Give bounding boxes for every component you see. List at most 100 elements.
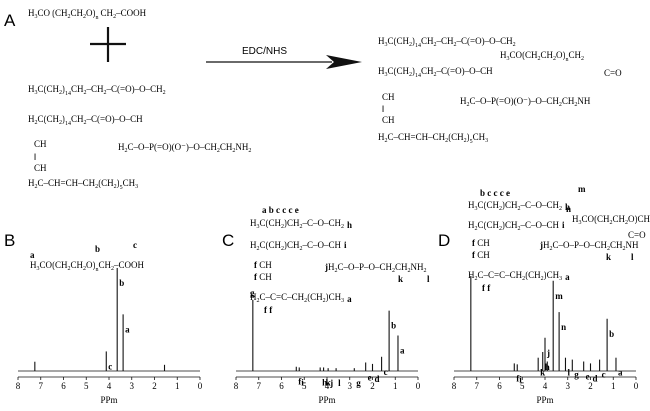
x-tick-label: 7 xyxy=(39,381,44,391)
peak-label: j xyxy=(546,348,550,358)
svg-text:l: l xyxy=(427,274,430,284)
peak-label: i xyxy=(301,377,304,387)
x-tick-label: 3 xyxy=(130,381,135,391)
x-tick-label: 5 xyxy=(302,381,307,391)
peak-label: g xyxy=(356,378,361,388)
svg-text:H2C⟮CH2⟯CH2–C–O–CHi: H2C⟮CH2⟯CH2–C–O–CHi xyxy=(468,220,565,232)
x-axis-label: PPm xyxy=(100,395,117,405)
peak-label: b xyxy=(391,321,396,331)
plus-sign xyxy=(90,27,126,62)
reaction-condition: EDC/NHS xyxy=(242,46,287,57)
x-tick-label: 8 xyxy=(16,381,21,391)
x-tick-label: 5 xyxy=(84,381,89,391)
panel-label-b: B xyxy=(4,231,15,250)
peak-label: h xyxy=(322,377,327,387)
svg-text:‖: ‖ xyxy=(382,104,385,114)
svg-text:H2C⟮CH2⟯14CH2–C(=O)–O–CH: H2C⟮CH2⟯14CH2–C(=O)–O–CH xyxy=(28,114,143,127)
peak-label: a xyxy=(400,346,405,356)
x-tick-label: 2 xyxy=(152,381,157,391)
svg-text:H2C–CH=CH–CH2⟮CH2⟯5CH3: H2C–CH=CH–CH2⟮CH2⟯5CH3 xyxy=(28,178,138,191)
svg-text:H3CO⟮CH2CH2O⟯nCH2–COOH: H3CO⟮CH2CH2O⟯nCH2–COOH xyxy=(30,260,145,273)
panel-label-c: C xyxy=(222,231,234,250)
x-tick-label: 4 xyxy=(107,381,112,391)
x-axis-label: PPm xyxy=(536,395,553,405)
x-tick-label: 2 xyxy=(588,381,593,391)
svg-text:H3CO⟮CH2CH2O⟯CH2: H3CO⟮CH2CH2O⟯CH2 xyxy=(572,214,650,226)
svg-text:H3CO⟮CH2CH2O⟯nCH2–COOH: H3CO⟮CH2CH2O⟯nCH2–COOH xyxy=(28,8,147,21)
svg-text:m: m xyxy=(578,184,586,194)
x-tick-label: 3 xyxy=(566,381,571,391)
peak-label: e xyxy=(586,372,590,382)
panel-label-d: D xyxy=(438,231,450,250)
svg-text:C=O: C=O xyxy=(628,230,646,240)
peak-label: d xyxy=(593,373,598,383)
svg-text:H2C⟮CH2⟯CH2–C–O–CHi: H2C⟮CH2⟯CH2–C–O–CHi xyxy=(250,240,347,252)
x-tick-label: 4 xyxy=(543,381,548,391)
x-tick-label: 2 xyxy=(370,381,375,391)
x-tick-label: 6 xyxy=(61,381,66,391)
peak-label: c xyxy=(108,361,112,371)
peak-label: n xyxy=(561,322,566,332)
svg-text:b: b xyxy=(95,244,100,254)
panel-label-a: A xyxy=(4,11,16,30)
x-tick-label: 0 xyxy=(634,381,639,391)
svg-text:H3C⟮CH2⟯14CH2–CH2–C(=O)–O–CH2: H3C⟮CH2⟯14CH2–CH2–C(=O)–O–CH2 xyxy=(28,84,166,97)
x-tick-label: 3 xyxy=(348,381,353,391)
svg-text:jH2C–O–P–O–CH2CH2NH2: jH2C–O–P–O–CH2CH2NH2 xyxy=(324,262,427,274)
x-tick-label: 1 xyxy=(175,381,180,391)
peak-label: c xyxy=(602,370,606,380)
svg-text:f f: f f xyxy=(482,283,491,293)
peak-label: k xyxy=(540,368,545,378)
svg-text:k: k xyxy=(398,274,403,284)
x-tick-label: 4 xyxy=(325,381,330,391)
x-tick-label: 0 xyxy=(416,381,421,391)
peak-label: k xyxy=(326,377,331,387)
x-tick-label: 7 xyxy=(257,381,262,391)
peak-label: g xyxy=(574,370,579,380)
svg-text:b c c c e: b c c c e xyxy=(480,188,510,198)
peak-label: f xyxy=(298,377,302,387)
reaction-arrow: EDC/NHS xyxy=(206,46,362,69)
x-tick-label: 8 xyxy=(234,381,239,391)
svg-text:H2C–CH=CH–CH2⟮CH2⟯5CH3: H2C–CH=CH–CH2⟮CH2⟯5CH3 xyxy=(378,132,488,145)
svg-text:l: l xyxy=(631,252,634,262)
svg-text:H3C⟮CH2⟯14CH2–C(=O)–O–CH: H3C⟮CH2⟯14CH2–C(=O)–O–CH xyxy=(378,66,493,79)
svg-text:a: a xyxy=(30,250,35,260)
peak-label: a xyxy=(618,368,623,378)
svg-text:n: n xyxy=(566,204,571,214)
reagent-phospholipid: H3C⟮CH2⟯14CH2–CH2–C(=O)–O–CH2 H2C⟮CH2⟯14… xyxy=(28,84,251,191)
svg-text:H2C–O–P(=O)(O⁻)–O–CH2CH2NH2: H2C–O–P(=O)(O⁻)–O–CH2CH2NH2 xyxy=(118,142,251,154)
peak-label: c xyxy=(384,367,388,377)
svg-text:H2C–O–P(=O)(O⁻)–O–CH2CH2NH: H2C–O–P(=O)(O⁻)–O–CH2CH2NH xyxy=(460,96,591,108)
x-tick-label: 1 xyxy=(393,381,398,391)
svg-text:CH: CH xyxy=(382,115,395,125)
x-tick-label: 1 xyxy=(611,381,616,391)
svg-text:C=O: C=O xyxy=(604,68,622,78)
peak-label: i xyxy=(519,374,522,384)
svg-text:H3C⟮CH2⟯14CH2–CH2–C(=O)–O–CH2: H3C⟮CH2⟯14CH2–CH2–C(=O)–O–CH2 xyxy=(378,36,516,49)
peak-label: l xyxy=(567,368,570,378)
panel-b-molecule: a b c H3CO⟮CH2CH2O⟯nCH2–COOH xyxy=(30,240,145,273)
svg-text:f CH: f CH xyxy=(472,250,490,260)
peak-label: h xyxy=(545,362,550,372)
svg-text:‖: ‖ xyxy=(34,152,37,162)
peak-label: b xyxy=(119,278,124,288)
x-tick-label: 8 xyxy=(452,381,457,391)
peak-label: l xyxy=(338,378,341,388)
peak-label: d xyxy=(375,374,380,384)
svg-text:CH: CH xyxy=(34,139,47,149)
peak-label: a xyxy=(125,324,130,334)
svg-text:c: c xyxy=(133,240,137,250)
x-tick-label: 7 xyxy=(475,381,480,391)
peak-label: b xyxy=(609,329,614,339)
